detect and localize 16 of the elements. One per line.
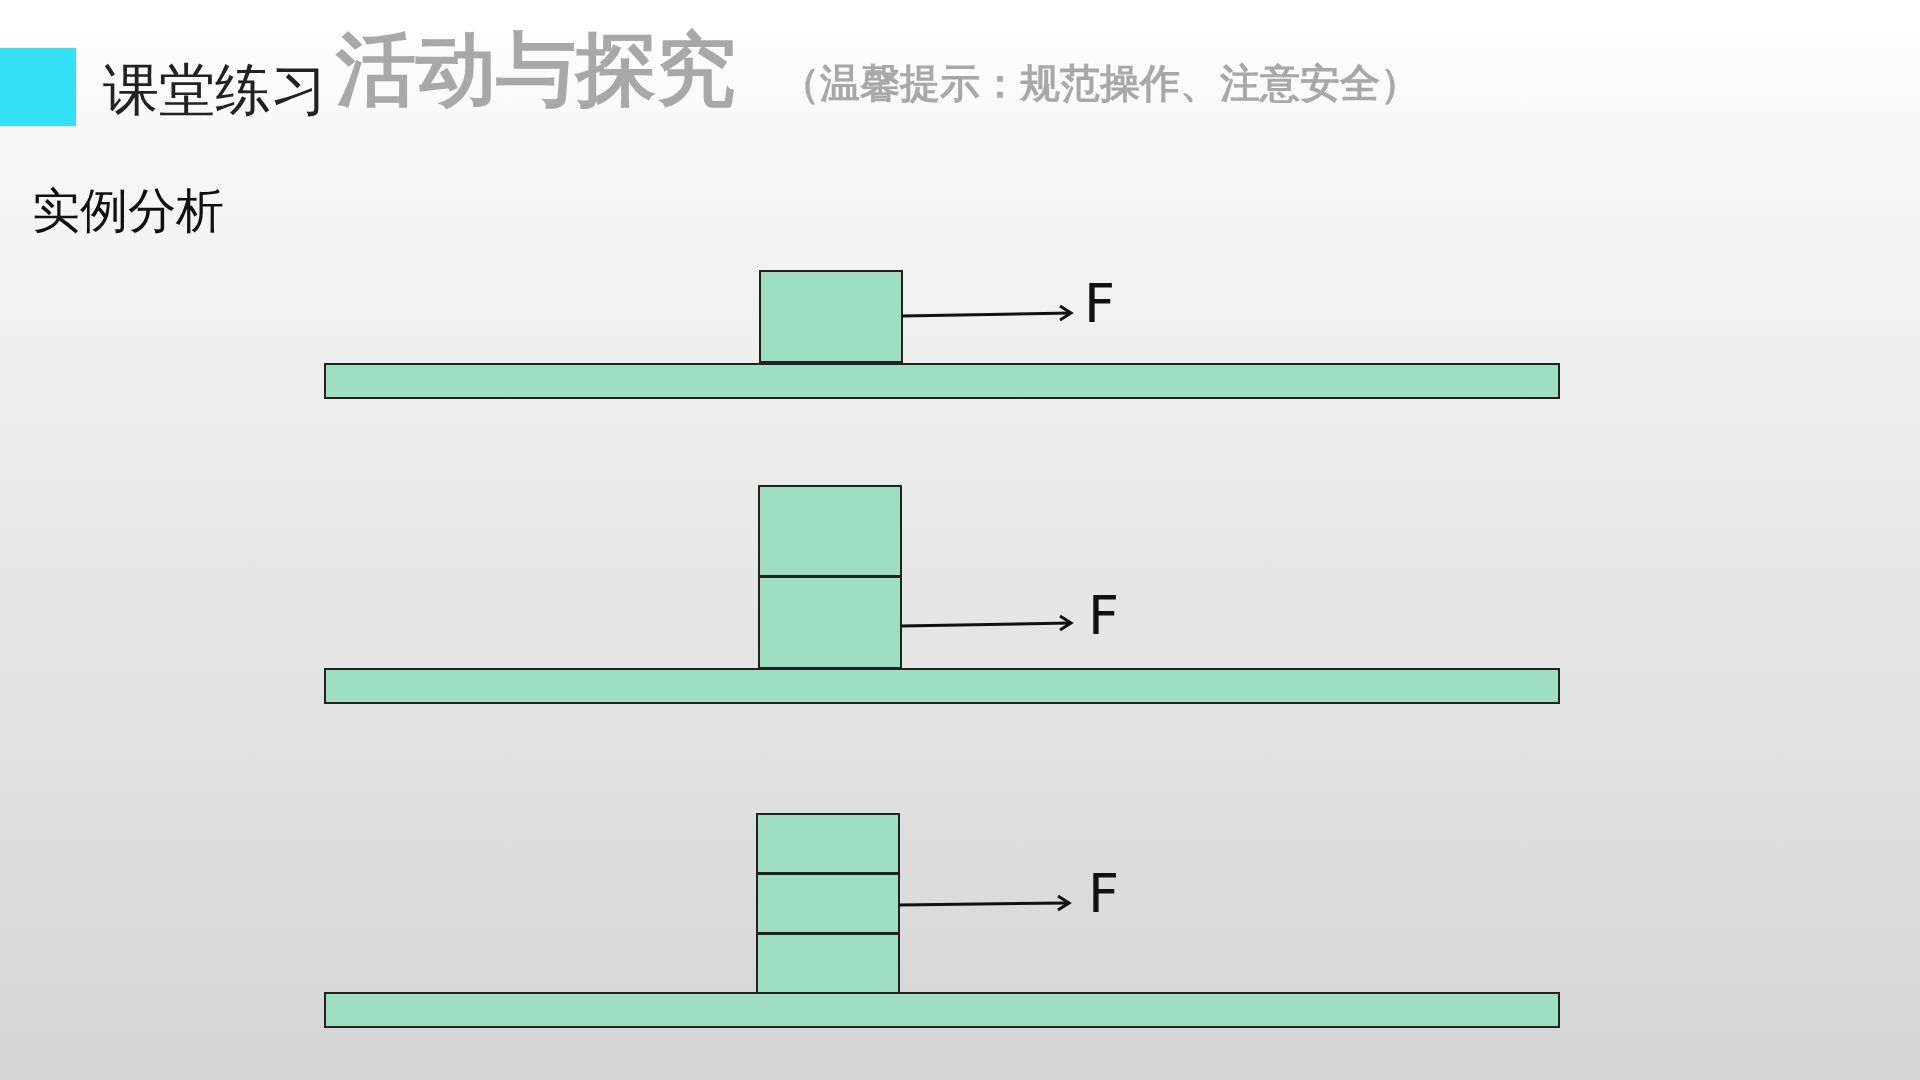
section-heading: 实例分析	[32, 181, 224, 240]
force-label: F	[1088, 584, 1120, 648]
block	[756, 873, 900, 934]
force-label: F	[1084, 272, 1116, 336]
force-label: F	[1088, 862, 1120, 926]
block	[756, 813, 900, 874]
slide-title: 课堂练习	[103, 56, 327, 124]
block	[759, 270, 903, 363]
board	[324, 992, 1560, 1028]
faint-subheading: （温馨提示：规范操作、注意安全）	[780, 59, 1420, 108]
board	[324, 668, 1560, 704]
block	[758, 576, 902, 669]
board	[324, 363, 1560, 399]
block	[758, 485, 902, 577]
block	[756, 933, 900, 994]
faint-heading: 活动与探究	[336, 22, 736, 118]
